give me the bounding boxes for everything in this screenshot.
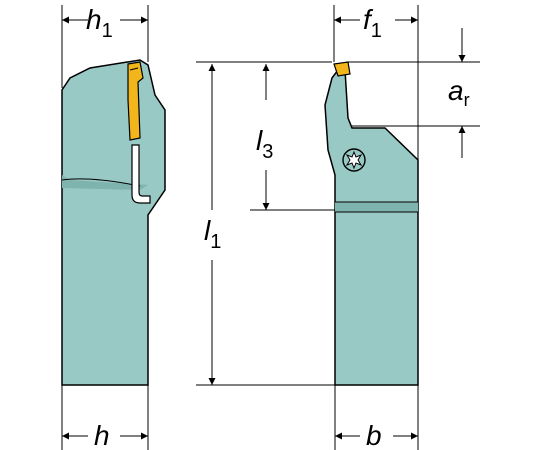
dim-ar-main: a <box>448 75 464 106</box>
svg-text:l3: l3 <box>256 125 273 163</box>
dim-b-label: b <box>366 420 382 450</box>
dim-l1: l1 <box>196 61 335 386</box>
dim-h: h <box>61 385 149 450</box>
top-view <box>324 61 419 386</box>
dim-l3-sub: 3 <box>262 141 273 163</box>
side-view-blade-band <box>62 175 148 190</box>
dim-ar: ar <box>346 28 480 158</box>
side-view-clamp-slot <box>131 144 151 204</box>
dim-h1-sub: 1 <box>102 20 113 42</box>
dim-l3: l3 <box>250 64 335 211</box>
top-view-insert <box>333 61 351 77</box>
top-view-band <box>335 202 418 212</box>
dim-h1: h1 <box>61 4 149 88</box>
svg-text:h1: h1 <box>86 4 113 42</box>
dim-h1-main: h <box>86 4 102 35</box>
dim-f1-main: f <box>363 4 374 35</box>
dim-f1: f1 <box>333 4 419 160</box>
torx-screw-icon <box>342 148 366 172</box>
side-view-shank <box>61 59 166 386</box>
svg-text:ar: ar <box>448 75 470 110</box>
dim-l3-main: l <box>256 125 263 156</box>
svg-text:l1: l1 <box>204 215 221 253</box>
dim-l1-main: l <box>204 215 211 246</box>
dim-ar-sub: r <box>464 90 470 110</box>
dim-h-label: h <box>94 420 110 450</box>
side-view <box>61 59 166 386</box>
dim-l1-sub: 1 <box>210 231 221 253</box>
side-view-insert <box>127 61 144 141</box>
top-view-shank <box>324 69 419 386</box>
dim-f1-sub: 1 <box>371 20 382 42</box>
dim-b: b <box>334 385 419 450</box>
svg-text:f1: f1 <box>363 4 382 42</box>
